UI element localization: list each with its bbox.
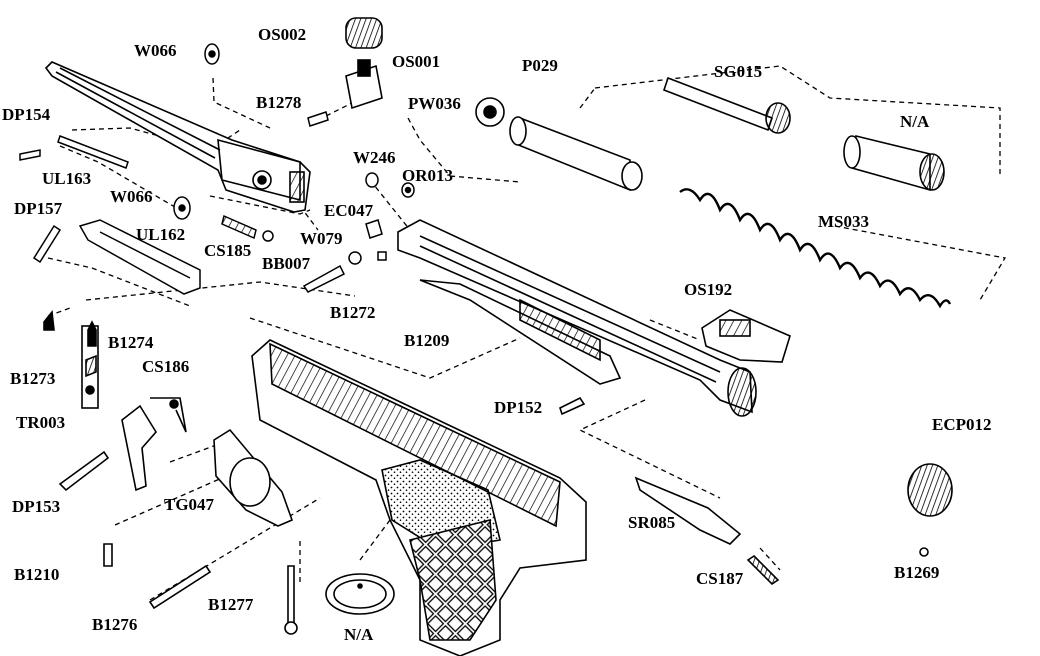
mainspring-ms033 — [679, 188, 952, 309]
label-ul162: UL162 — [136, 225, 186, 244]
label-dp152: DP152 — [494, 398, 543, 417]
label-cs187: CS187 — [696, 569, 744, 588]
label-w079: W079 — [300, 229, 343, 248]
barrel-assembly — [44, 61, 311, 213]
label-sg015: SG015 — [714, 62, 763, 81]
label-b1278: B1278 — [256, 93, 302, 112]
label-b1276: B1276 — [92, 615, 138, 634]
label-cs185: CS185 — [204, 241, 252, 260]
stock-frame — [251, 339, 587, 656]
label-tr003: TR003 — [16, 413, 66, 432]
label-tg047: TG047 — [164, 495, 215, 514]
label-ec047: EC047 — [324, 201, 374, 220]
safety-parts — [634, 463, 953, 586]
trigger-group — [43, 309, 187, 492]
label-na-bottom: N/A — [344, 625, 374, 644]
label-b1269: B1269 — [894, 563, 940, 582]
label-cs186: CS186 — [142, 357, 190, 376]
label-na-top: N/A — [900, 112, 930, 131]
label-dp157: DP157 — [14, 199, 63, 218]
label-w066-top: W066 — [134, 41, 177, 60]
small-rods — [19, 43, 415, 295]
label-b1273: B1273 — [10, 369, 56, 388]
label-os192: OS192 — [684, 280, 733, 299]
label-p029: P029 — [522, 56, 558, 75]
label-os002: OS002 — [258, 25, 307, 44]
receiver-body — [397, 219, 791, 417]
sight-parts — [345, 17, 505, 127]
trigger-guard — [103, 428, 395, 635]
label-b1272: B1272 — [330, 303, 376, 322]
label-w066-mid: W066 — [110, 187, 153, 206]
label-or013: OR013 — [402, 166, 453, 185]
label-dp153: DP153 — [12, 497, 61, 516]
label-b1209: B1209 — [404, 331, 450, 350]
label-ms033: MS033 — [818, 212, 869, 231]
label-b1277: B1277 — [208, 595, 254, 614]
label-dp154: DP154 — [2, 105, 51, 124]
label-ul163: UL163 — [42, 169, 92, 188]
label-w246: W246 — [353, 148, 396, 167]
label-os001: OS001 — [392, 52, 441, 71]
label-pw036: PW036 — [408, 94, 461, 113]
label-sr085: SR085 — [628, 513, 676, 532]
label-b1274: B1274 — [108, 333, 154, 352]
cylinder-parts — [509, 76, 945, 192]
label-bb007: BB007 — [262, 254, 311, 273]
label-b1210: B1210 — [14, 565, 60, 584]
label-ecp012: ECP012 — [932, 415, 992, 434]
